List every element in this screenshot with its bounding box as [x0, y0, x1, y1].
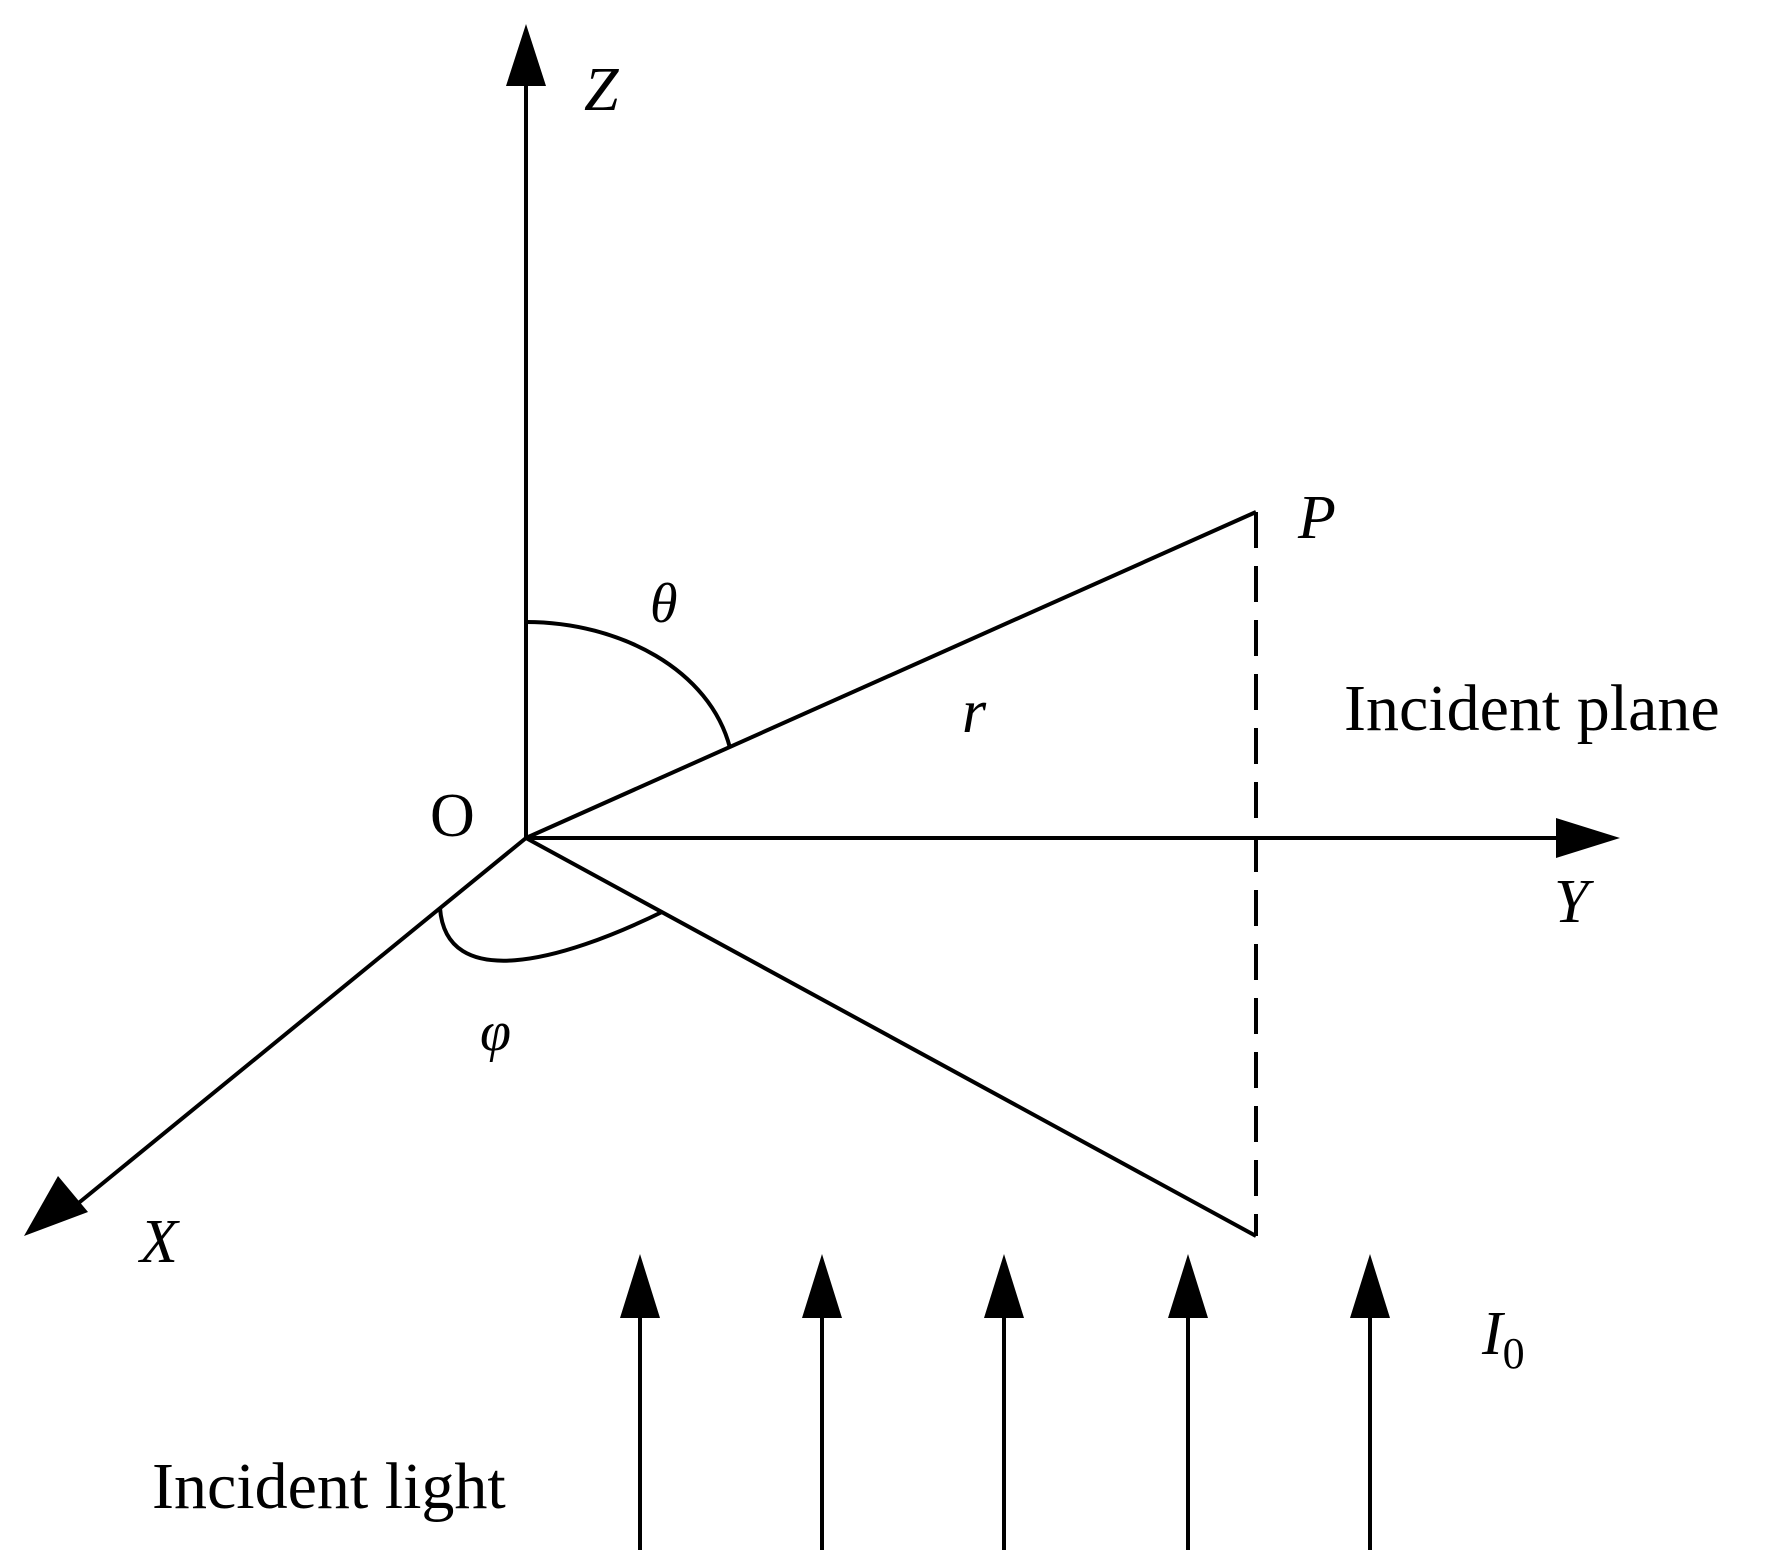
- intensity-subscript: 0: [1503, 1329, 1525, 1378]
- theta-label: θ: [650, 573, 678, 635]
- labels: Z Y X O P r θ φ Incident plane Incident …: [137, 56, 1720, 1523]
- y-axis-label: Y: [1554, 868, 1594, 936]
- z-arrowhead: [506, 24, 546, 86]
- projection-line: [525, 836, 1257, 1238]
- light-arrow: [1168, 1254, 1208, 1550]
- intensity-label: I0: [1481, 1300, 1525, 1378]
- light-arrow: [802, 1254, 842, 1550]
- axes: [68, 80, 1560, 1212]
- point-p-label: P: [1297, 484, 1336, 552]
- phi-arc: [438, 907, 663, 963]
- z-axis-label: Z: [584, 56, 619, 124]
- intensity-symbol: I: [1481, 1300, 1506, 1368]
- incident-light-arrows: [620, 1254, 1390, 1550]
- light-arrow: [1350, 1254, 1390, 1550]
- x-axis-label: X: [137, 1208, 180, 1276]
- x-axis: [68, 836, 528, 1212]
- theta-arc: [525, 620, 732, 749]
- light-arrow: [620, 1254, 660, 1550]
- radius-label: r: [962, 678, 987, 746]
- axis-arrowheads: [24, 24, 1620, 1236]
- geometry-lines: [438, 510, 1258, 1238]
- light-arrow: [984, 1254, 1024, 1550]
- incident-plane-label: Incident plane: [1344, 672, 1720, 745]
- radius-line-op: [525, 510, 1257, 840]
- x-arrowhead: [24, 1176, 88, 1236]
- origin-label: O: [430, 782, 475, 850]
- incident-light-label: Incident light: [152, 1450, 506, 1523]
- phi-label: φ: [480, 1001, 511, 1063]
- y-arrowhead: [1556, 818, 1620, 858]
